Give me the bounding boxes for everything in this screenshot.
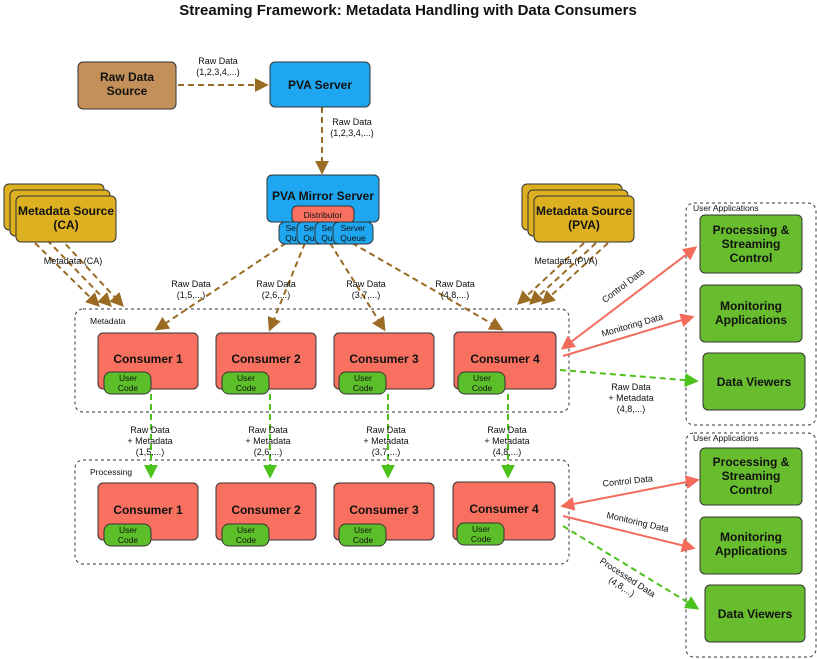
flow-dist-consumer-3	[329, 242, 386, 332]
metadata-group-label: Metadata	[90, 316, 126, 326]
app-processing-control-top	[699, 214, 803, 274]
app-monitoring-bottom	[699, 516, 803, 575]
pva-mirror-server-label: PVA Mirror Server	[272, 189, 374, 203]
user-code-3-bottom	[338, 523, 387, 547]
consumer-4-top-label: Consumer 4	[470, 352, 540, 366]
flow-top-control	[560, 246, 698, 350]
green-data-flows	[144, 369, 700, 610]
label-control-bottom: Control Data	[602, 473, 653, 488]
flow-bottom-monitoring	[562, 515, 696, 553]
label-mid-3: Raw Data+ Metadata(3,7,...)	[363, 425, 408, 457]
consumer-3-bottom-label: Consumer 3	[349, 503, 419, 517]
user-code-2-bottom	[221, 523, 270, 547]
flow-top-to-viewers	[559, 369, 699, 388]
label-dist-3: Raw Data(3,7,...)	[346, 279, 386, 300]
label-mid-4: Raw Data+ Metadata(4,8,...)	[484, 425, 529, 457]
server-queue-4	[332, 221, 374, 245]
label-mid-1: Raw Data+ Metadata(1,5,...)	[127, 425, 172, 457]
flow-bottom-to-viewers	[562, 525, 700, 610]
label-raw-to-pva: Raw Data(1,2,3,4,...)	[196, 56, 240, 77]
consumer-1-bottom-label: Consumer 1	[113, 503, 183, 517]
user-code-3-top	[338, 371, 387, 395]
distributor-label: Distributor	[304, 210, 343, 220]
metadata-source-pva: Metadata Source(PVA)	[521, 183, 635, 243]
pva-server	[269, 61, 371, 108]
raw-data-flows	[34, 78, 609, 332]
processing-group	[74, 459, 570, 565]
user-code-1-top	[103, 371, 152, 395]
consumers-metadata: Consumer 1 Consumer 2 Consumer 3 Consume…	[97, 331, 557, 395]
label-pva-to-mirror: Raw Data(1,2,3,4,...)	[330, 117, 374, 138]
flow-meta-ca-1	[34, 242, 100, 307]
user-code-4-bottom	[456, 522, 505, 546]
app-processing-control-bottom	[699, 447, 803, 506]
consumer-4-bottom-label: Consumer 4	[469, 502, 539, 516]
diagram-title: Streaming Framework: Metadata Handling w…	[179, 2, 637, 19]
pva-server-label: PVA Server	[288, 78, 352, 92]
consumer-1-top-label: Consumer 1	[113, 352, 183, 366]
consumer-2-top-label: Consumer 2	[231, 352, 301, 366]
flow-top-monitoring	[562, 313, 695, 357]
app-data-viewers-bottom	[704, 584, 806, 643]
app-data-viewers-top	[702, 352, 806, 411]
metadata-source-ca: Metadata Source(CA)	[3, 183, 117, 243]
label-viewer-top: Raw Data+ Metadata(4,8,...)	[608, 382, 653, 414]
flow-dist-consumer-2	[267, 242, 306, 332]
flow-bottom-control	[560, 475, 700, 511]
flow-dist-consumer-1	[154, 242, 287, 331]
consumer-3-top-label: Consumer 3	[349, 352, 419, 366]
app-data-viewers-top-label: Data Viewers	[717, 375, 792, 389]
raw-data-source	[77, 61, 177, 110]
user-apps-label-bottom: User Applications	[693, 433, 759, 443]
user-code-1-bottom	[103, 523, 152, 547]
consumer-2-bottom-label: Consumer 2	[231, 503, 301, 517]
user-apps-label-top: User Applications	[693, 203, 759, 213]
app-data-viewers-bottom-label: Data Viewers	[718, 607, 793, 621]
app-monitoring-top	[699, 284, 803, 343]
label-monitoring-bottom: Monitoring Data	[606, 510, 670, 534]
flow-dist-consumer-4	[351, 242, 504, 331]
label-control-top: Control Data	[600, 266, 646, 304]
label-dist-1: Raw Data(1,5,...)	[171, 279, 211, 300]
label-dist-4: Raw Data(4,8,...)	[435, 279, 475, 300]
consumers-processing: Consumer 1 Consumer 2 Consumer 3 Consume…	[97, 481, 556, 547]
label-mid-2: Raw Data+ Metadata(2,6,...)	[245, 425, 290, 457]
metadata-group	[74, 308, 570, 413]
label-dist-2: Raw Data(2,6,...)	[256, 279, 296, 300]
processing-group-label: Processing	[90, 467, 132, 477]
metadata-source-pva-label: Metadata Source(PVA)	[536, 204, 632, 232]
control-flows	[560, 246, 700, 553]
user-apps-group-top	[685, 202, 817, 426]
user-code-2-top	[221, 371, 270, 395]
label-metadata-ca: Metadata (CA)	[44, 256, 103, 266]
metadata-source-ca-label: Metadata Source(CA)	[18, 204, 114, 232]
flow-meta-pva-2	[528, 242, 597, 305]
label-metadata-pva: Metadata (PVA)	[534, 256, 597, 266]
flow-meta-ca-2	[46, 239, 112, 308]
user-code-4-top	[457, 371, 506, 395]
flow-meta-ca-3	[58, 236, 124, 308]
